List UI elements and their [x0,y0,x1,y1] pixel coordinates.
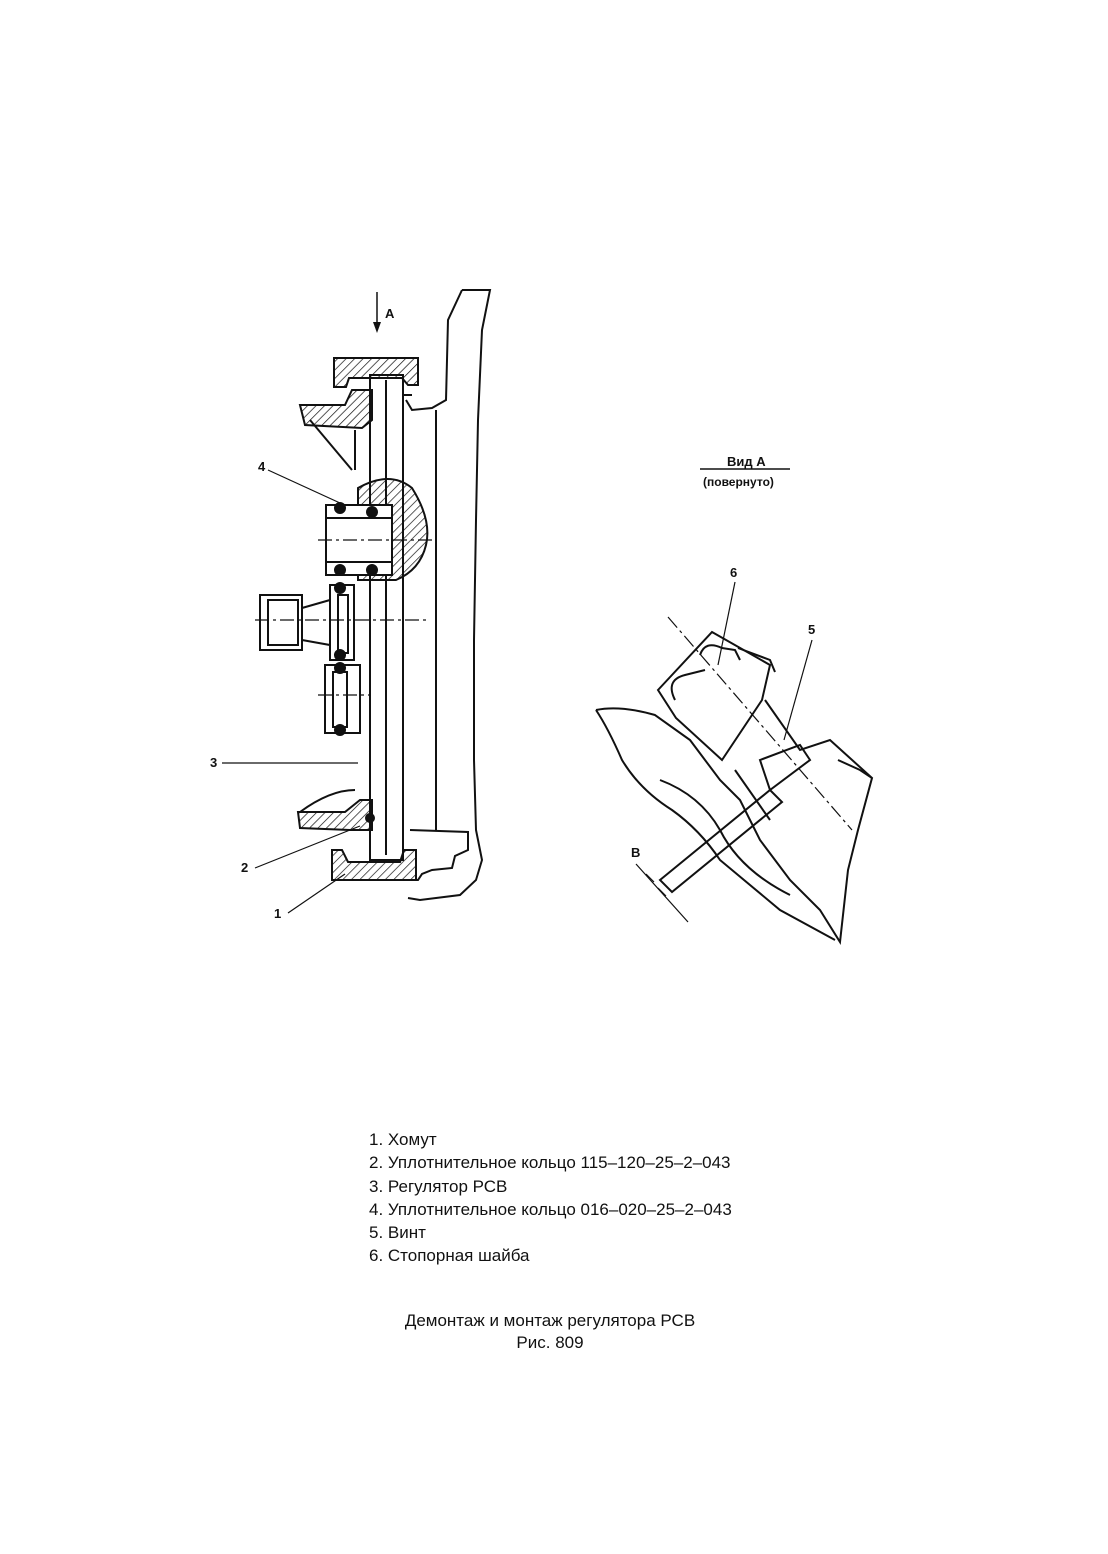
lock-washer [656,630,772,762]
dimension-label: В [631,845,640,860]
housing-outline [407,289,492,902]
legend-item-4: 4. Уплотнительное кольцо 016–020–25–2–04… [369,1199,732,1219]
view-arrow: А [373,292,395,333]
lower-seal-carrier [296,799,373,831]
figure-number: Рис. 809 [516,1333,584,1352]
callout-5: 5 [808,622,815,637]
legend-item-6: 6. Стопорная шайба [369,1246,530,1266]
arrow-label: А [385,306,395,321]
leaders-left [222,469,361,914]
legend-item-2: 2. Уплотнительное кольцо 115–120–25–2–04… [369,1153,731,1173]
caption-title: Демонтаж и монтаж регулятора РСВ [404,1311,696,1330]
view-sublabel: (повернуто) [703,475,774,489]
view-label: Вид А [727,454,766,469]
view-a [595,616,874,945]
legend-item-5: 5. Винт [369,1223,426,1243]
screw [764,699,873,779]
dimension-b [635,863,689,923]
upper-clamp [333,357,419,388]
sectional-view [255,289,492,902]
leaders-right [717,581,813,741]
legend-item-3: 3. Регулятор РСВ [369,1176,508,1196]
callout-4: 4 [258,459,266,474]
parts-legend: 1. Хомут 2. Уплотнительное кольцо 115–12… [369,1128,732,1268]
callout-3: 3 [210,755,217,770]
figure-caption: Демонтаж и монтаж регулятора РСВ Рис. 80… [330,1310,770,1354]
view-a-title: Вид А (повернуто) [700,454,790,489]
callout-6: 6 [730,565,737,580]
lower-clamp [331,849,417,881]
base-body [595,707,874,945]
fitting [259,594,303,651]
legend-item-1: 1. Хомут [369,1130,437,1149]
callout-2: 2 [241,860,248,875]
callout-1: 1 [274,906,281,921]
